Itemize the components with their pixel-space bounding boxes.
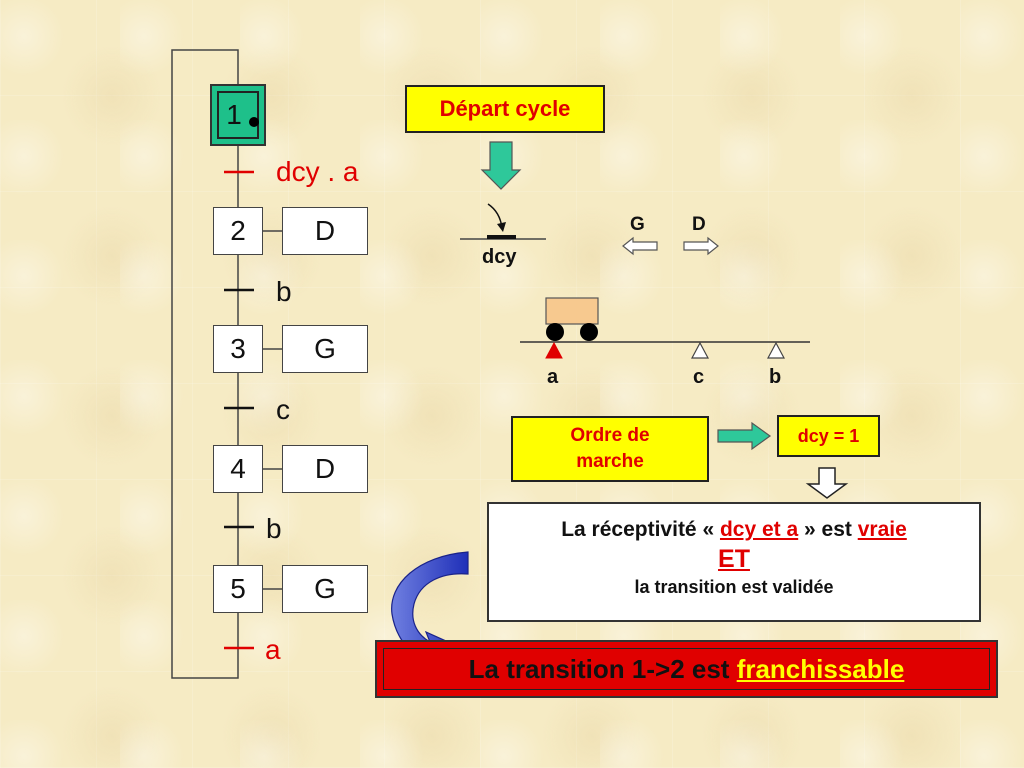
- ordre-de-marche-label: Ordre de marche: [570, 425, 650, 472]
- receptivite-and-label: ET: [718, 545, 750, 573]
- conclusion-text: La transition 1->2 est franchissable: [469, 654, 905, 685]
- green-right-arrow: [717, 421, 772, 451]
- dcy-value-box: dcy = 1: [777, 415, 880, 457]
- action-4[interactable]: D: [282, 445, 368, 493]
- step-4[interactable]: 4: [213, 445, 263, 493]
- action-5-label: G: [314, 573, 336, 604]
- action-2[interactable]: D: [282, 207, 368, 255]
- step-1-inner: [217, 91, 259, 139]
- transition-1-label: dcy . a: [276, 156, 359, 187]
- conclusion-banner: La transition 1->2 est franchissable: [375, 640, 998, 698]
- action-4-label: D: [314, 453, 336, 484]
- receptivite-line-2: la transition est validée: [634, 577, 834, 597]
- transition-4-label: b: [266, 513, 282, 544]
- sensor-b-icon: [767, 341, 785, 359]
- sensor-a-icon: [545, 341, 563, 359]
- action-2-label: D: [314, 215, 336, 246]
- grafcet-loop-line: [171, 49, 239, 679]
- depart-cycle-box: Départ cycle: [405, 85, 605, 133]
- step-5-label: 5: [230, 573, 246, 604]
- cart-body: [545, 297, 599, 325]
- step-4-label: 4: [230, 453, 246, 484]
- step-2-label: 2: [230, 215, 246, 246]
- left-arrow-icon: [622, 236, 658, 256]
- receptivite-prefix: La réceptivité «: [561, 518, 720, 541]
- transition-3-label: c: [276, 394, 290, 425]
- step-2[interactable]: 2: [213, 207, 263, 255]
- action-5[interactable]: G: [282, 565, 368, 613]
- button-dcy-label: dcy: [482, 246, 517, 268]
- step-3-label: 3: [230, 333, 246, 364]
- step-1-initial[interactable]: 1: [210, 84, 266, 146]
- receptivite-highlight: dcy et a: [719, 518, 799, 541]
- dcy-value-label: dcy = 1: [797, 425, 860, 446]
- action-3-label: G: [314, 333, 336, 364]
- receptivite-line-1: La réceptivité « dcy et a » est vraie: [489, 516, 979, 544]
- green-down-arrow: [480, 141, 522, 190]
- ordre-de-marche-box: Ordre de marche: [511, 416, 709, 482]
- action-3[interactable]: G: [282, 325, 368, 373]
- step-1-label: 1: [226, 99, 242, 130]
- press-arrow-head: [497, 222, 506, 232]
- direction-left-label: G: [630, 214, 645, 235]
- receptivite-box: La réceptivité « dcy et a » est vraie ET…: [487, 502, 981, 622]
- sensor-c-icon: [691, 341, 709, 359]
- direction-right-label: D: [692, 214, 706, 235]
- receptivite-middle: » est: [798, 518, 858, 541]
- cart-wheel-right: [580, 323, 598, 341]
- transition-2-label: b: [276, 276, 292, 307]
- step-5[interactable]: 5: [213, 565, 263, 613]
- receptivite-and: ET: [489, 544, 979, 574]
- receptivite-verdict: vraie: [857, 518, 907, 541]
- sensor-a-label: a: [547, 366, 559, 388]
- cart-wheel-left: [546, 323, 564, 341]
- depart-cycle-label: Départ cycle: [439, 96, 571, 121]
- white-down-arrow: [805, 467, 849, 499]
- conclusion-inner: [383, 648, 990, 690]
- right-arrow-icon: [683, 236, 719, 256]
- transition-5-label: a: [265, 634, 281, 665]
- step-3[interactable]: 3: [213, 325, 263, 373]
- conclusion-prefix: La transition 1->2 est: [468, 653, 737, 684]
- active-token-icon: [249, 117, 259, 127]
- conclusion-highlight: franchissable: [736, 653, 905, 684]
- sensor-c-label: c: [693, 366, 705, 388]
- sensor-b-label: b: [769, 366, 782, 388]
